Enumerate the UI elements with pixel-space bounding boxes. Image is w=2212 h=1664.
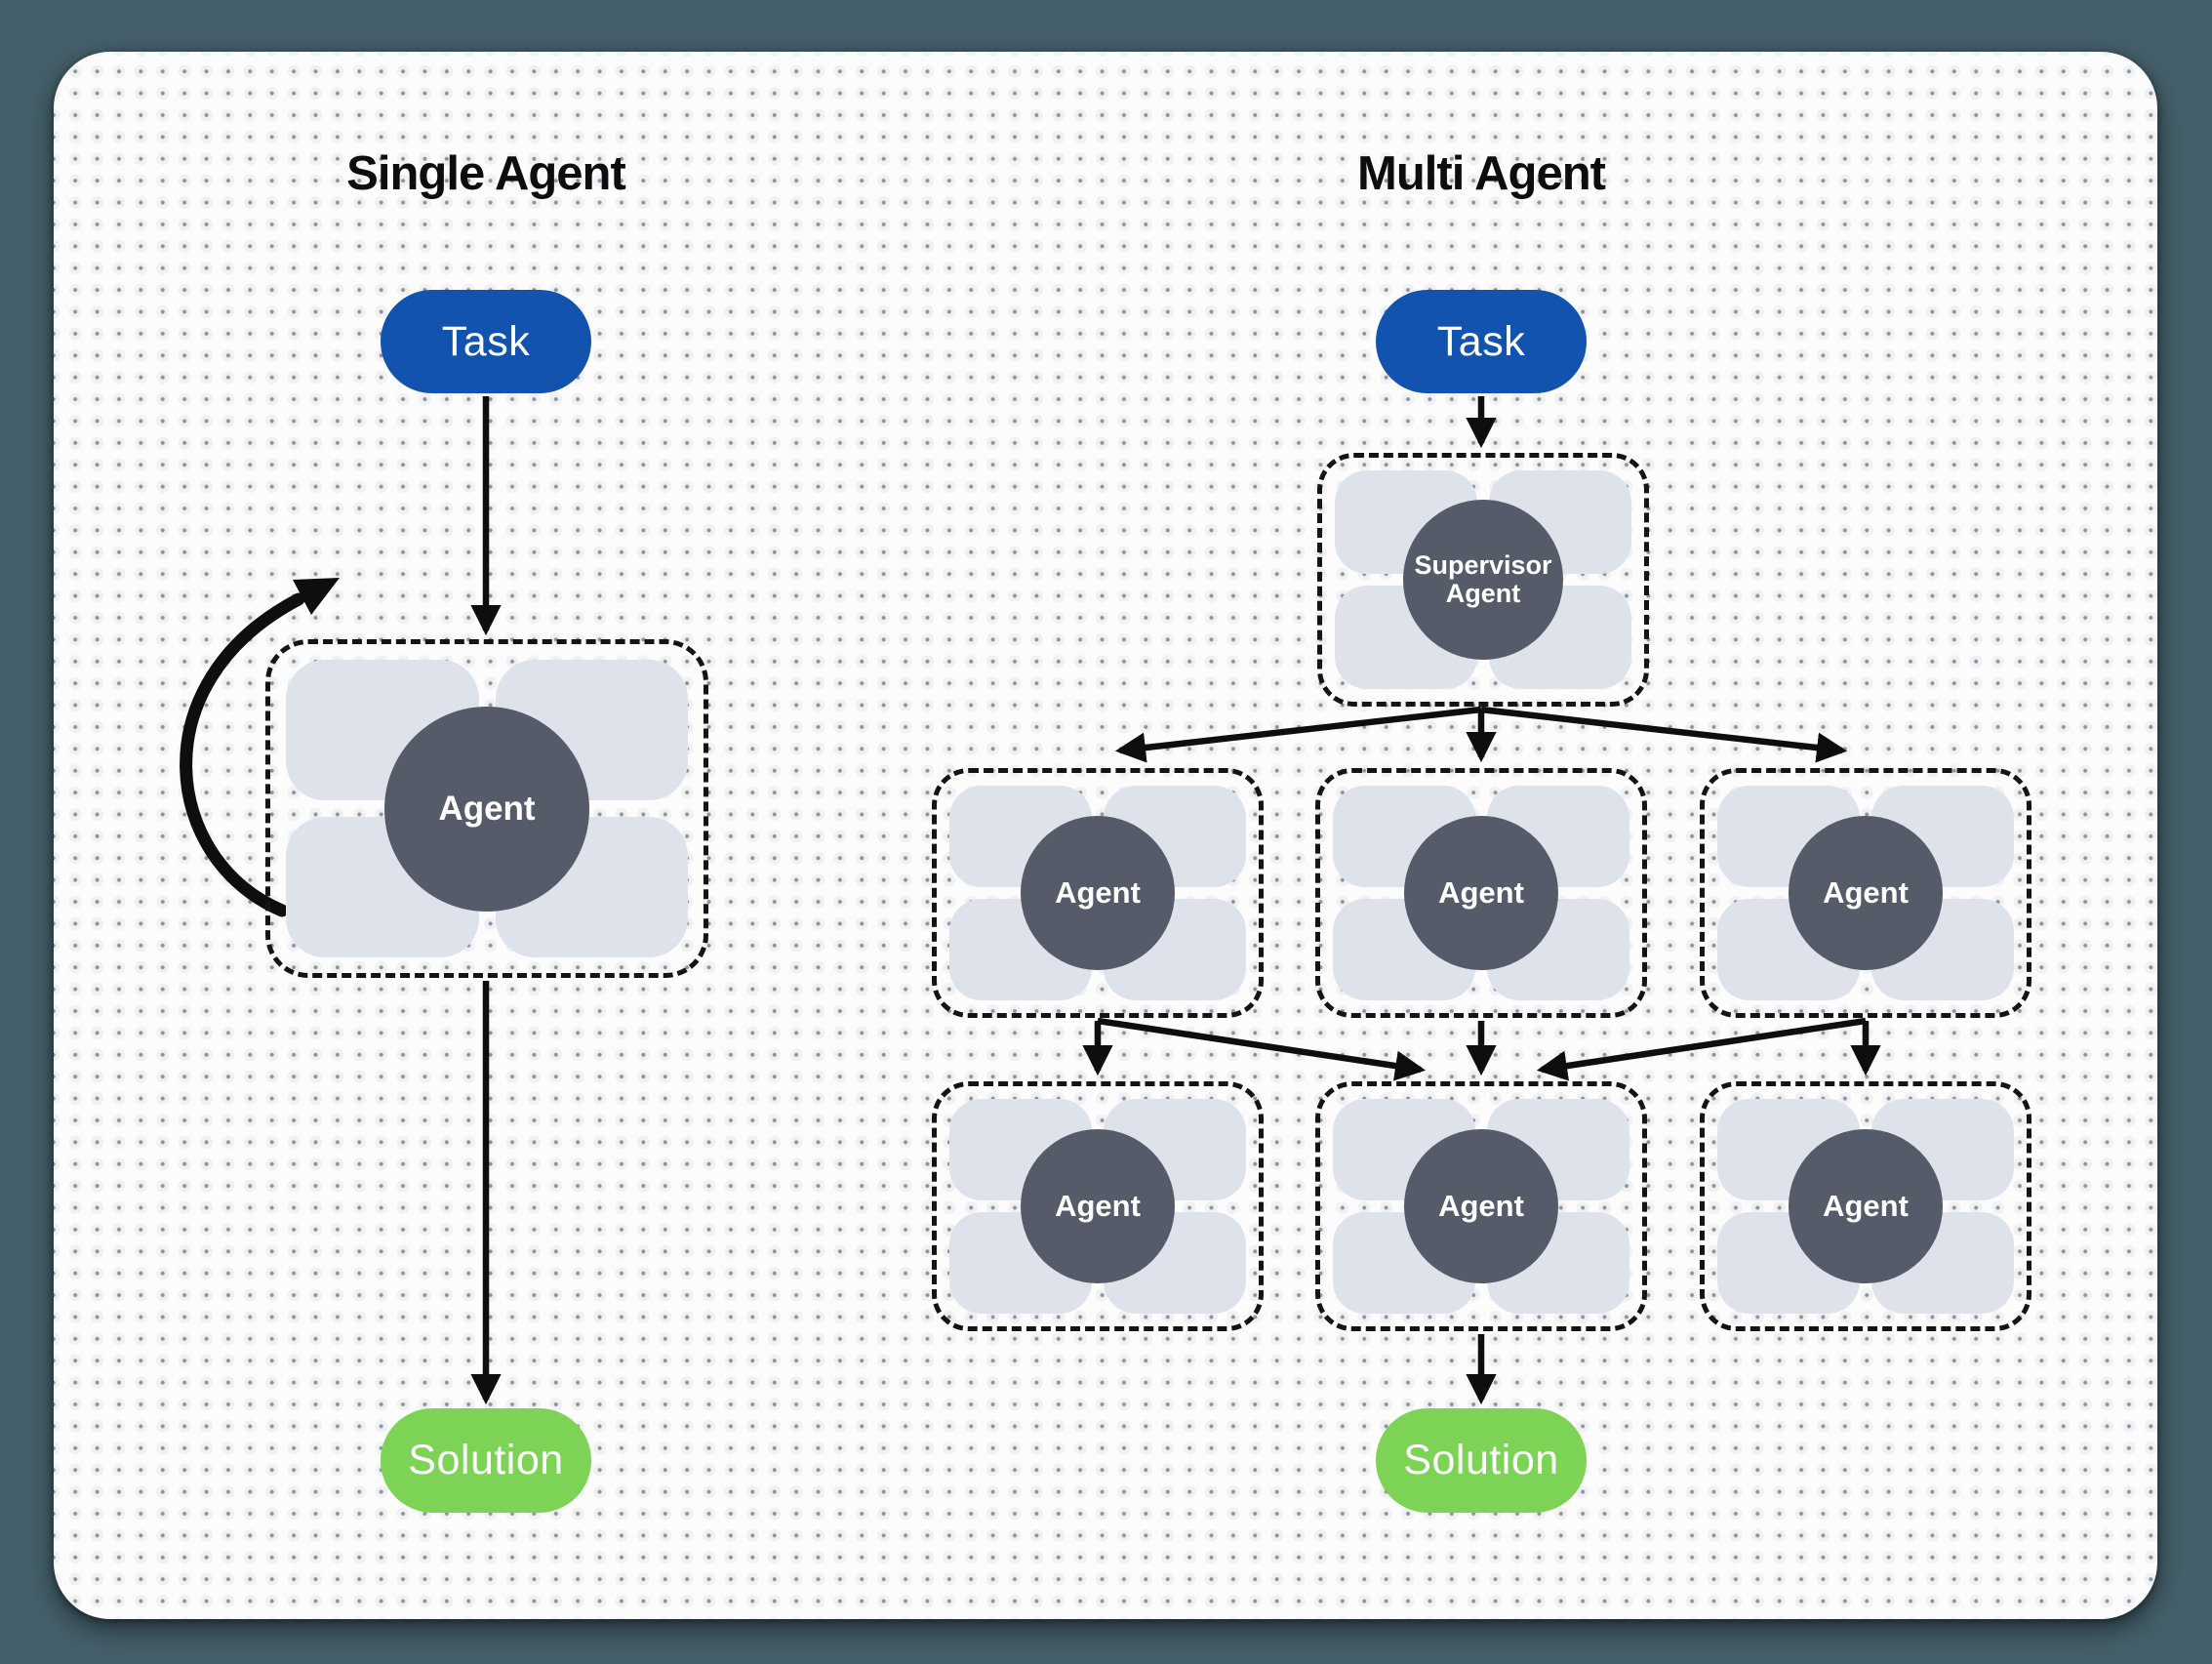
worker-agent-circle-5: Agent (1404, 1129, 1558, 1283)
worker-agent-box-4: Agent (932, 1081, 1264, 1331)
single-task-label: Task (441, 317, 531, 365)
worker-agent-circle-6: Agent (1789, 1129, 1943, 1283)
worker-agent-label-3: Agent (1823, 875, 1909, 911)
multi-agent-title: Multi Agent (1357, 147, 1606, 200)
supervisor-label-line2: Agent (1445, 579, 1521, 608)
worker-agent-box-1: Agent (932, 768, 1264, 1018)
single-task-node: Task (381, 290, 591, 393)
worker-agent-circle-1: Agent (1021, 816, 1175, 970)
supervisor-agent-box: Supervisor Agent (1317, 453, 1649, 707)
supervisor-agent-circle: Supervisor Agent (1403, 500, 1563, 660)
worker-agent-label-2: Agent (1438, 875, 1524, 911)
multi-task-label: Task (1436, 317, 1526, 365)
single-agent-label: Agent (438, 789, 536, 828)
supervisor-label-line1: Supervisor (1414, 549, 1552, 580)
multi-solution-label: Solution (1403, 1437, 1559, 1483)
multi-solution-node: Solution (1376, 1408, 1587, 1513)
single-solution-node: Solution (381, 1408, 591, 1513)
single-agent-circle: Agent (384, 706, 589, 912)
worker-agent-circle-3: Agent (1789, 816, 1943, 970)
worker-agent-label-1: Agent (1055, 875, 1141, 911)
single-agent-title: Single Agent (346, 147, 626, 200)
multi-task-node: Task (1376, 290, 1587, 393)
worker-agent-box-2: Agent (1315, 768, 1647, 1018)
single-solution-label: Solution (408, 1437, 564, 1483)
worker-agent-label-5: Agent (1438, 1189, 1524, 1224)
worker-agent-circle-2: Agent (1404, 816, 1558, 970)
worker-agent-box-6: Agent (1700, 1081, 2031, 1331)
worker-agent-circle-4: Agent (1021, 1129, 1175, 1283)
worker-agent-box-5: Agent (1315, 1081, 1647, 1331)
worker-agent-label-4: Agent (1055, 1189, 1141, 1224)
single-agent-box: Agent (265, 639, 708, 978)
worker-agent-box-3: Agent (1700, 768, 2031, 1018)
worker-agent-label-6: Agent (1823, 1189, 1909, 1224)
